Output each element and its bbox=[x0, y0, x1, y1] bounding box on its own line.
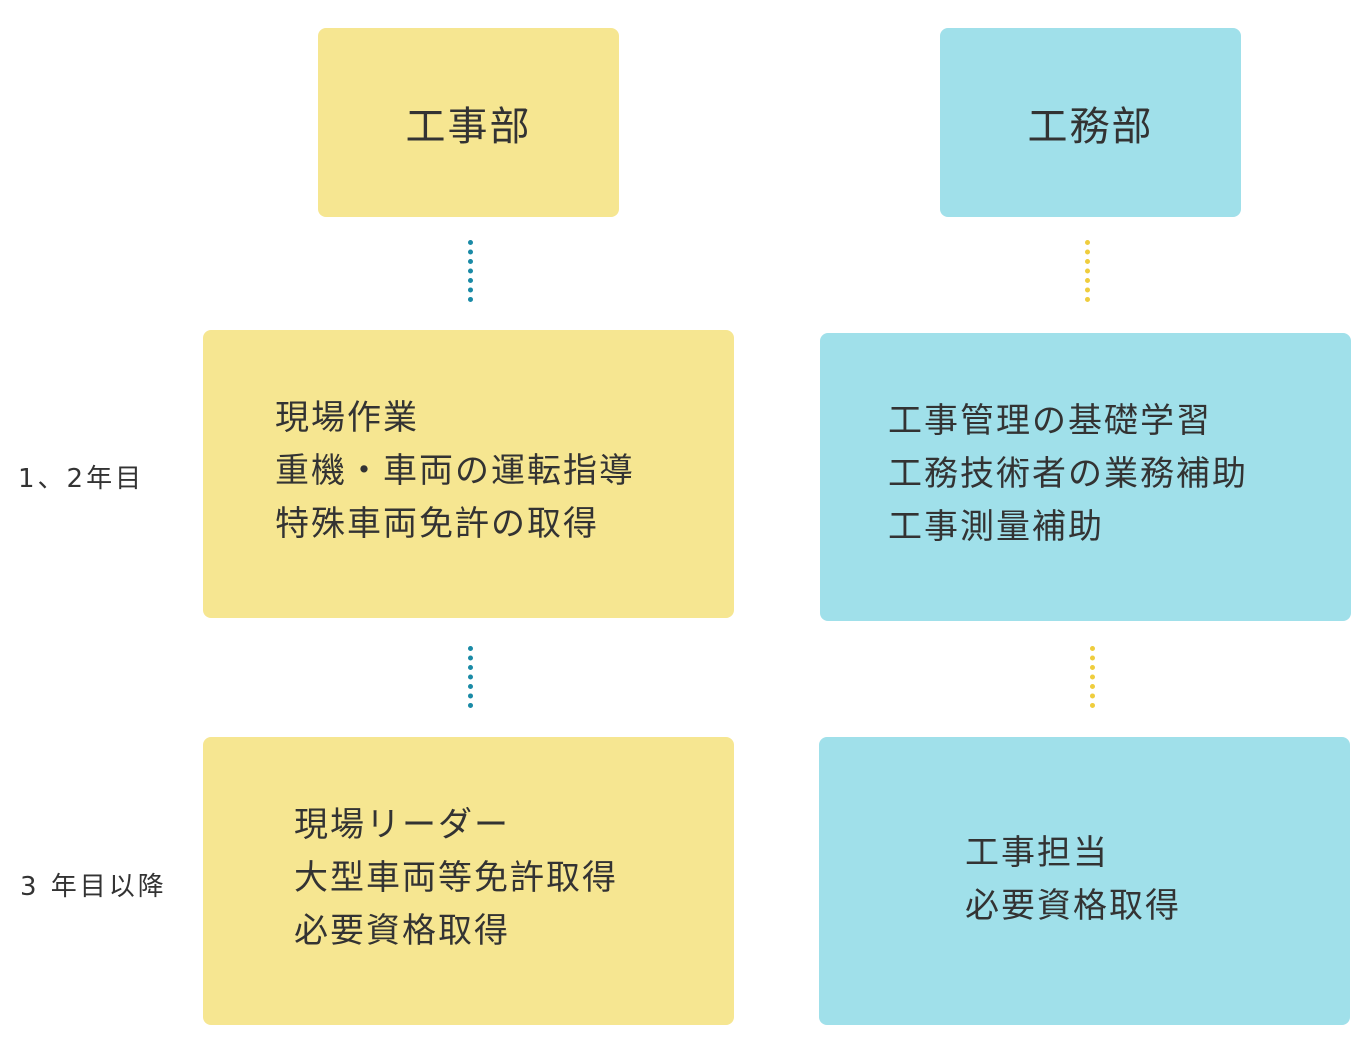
construction-year3-plus-item: 必要資格取得 bbox=[294, 911, 510, 951]
stage-label-year3-plus: 3 年目以降 bbox=[20, 872, 167, 902]
construction-connector-2 bbox=[468, 646, 473, 708]
engineering-connector-2 bbox=[1090, 646, 1095, 708]
construction-year1-2-item: 特殊車両免許の取得 bbox=[275, 504, 599, 544]
engineering-year1-2-item: 工務技術者の業務補助 bbox=[888, 454, 1248, 494]
construction-year3-plus-item: 大型車両等免許取得 bbox=[294, 858, 618, 898]
engineering-year3-plus-box: 工事担当 必要資格取得 bbox=[819, 737, 1350, 1025]
engineering-dept-header: 工務部 bbox=[940, 28, 1241, 217]
construction-year3-plus-box: 現場リーダー 大型車両等免許取得 必要資格取得 bbox=[203, 737, 734, 1025]
engineering-dept-title: 工務部 bbox=[1027, 103, 1154, 150]
construction-dept-header: 工事部 bbox=[318, 28, 619, 217]
engineering-year1-2-box: 工事管理の基礎学習 工務技術者の業務補助 工事測量補助 bbox=[820, 333, 1351, 621]
construction-year1-2-box: 現場作業 重機・車両の運転指導 特殊車両免許の取得 bbox=[203, 330, 734, 618]
construction-connector-1 bbox=[468, 240, 473, 302]
engineering-year3-plus-list: 工事担当 必要資格取得 bbox=[965, 827, 1181, 933]
engineering-year1-2-list: 工事管理の基礎学習 工務技術者の業務補助 工事測量補助 bbox=[888, 395, 1248, 554]
engineering-year3-plus-item: 必要資格取得 bbox=[965, 886, 1181, 926]
construction-year3-plus-item: 現場リーダー bbox=[294, 805, 510, 845]
engineering-year1-2-item: 工事測量補助 bbox=[888, 507, 1104, 547]
construction-year3-plus-list: 現場リーダー 大型車両等免許取得 必要資格取得 bbox=[294, 799, 618, 958]
engineering-year3-plus-item: 工事担当 bbox=[965, 833, 1109, 873]
stage-label-year1-2: 1、2年目 bbox=[18, 464, 145, 494]
construction-year1-2-item: 重機・車両の運転指導 bbox=[275, 451, 635, 491]
construction-dept-title: 工事部 bbox=[405, 103, 532, 150]
construction-year1-2-item: 現場作業 bbox=[275, 398, 419, 438]
engineering-year1-2-item: 工事管理の基礎学習 bbox=[888, 401, 1212, 441]
construction-year1-2-list: 現場作業 重機・車両の運転指導 特殊車両免許の取得 bbox=[275, 392, 635, 551]
engineering-connector-1 bbox=[1085, 240, 1090, 302]
